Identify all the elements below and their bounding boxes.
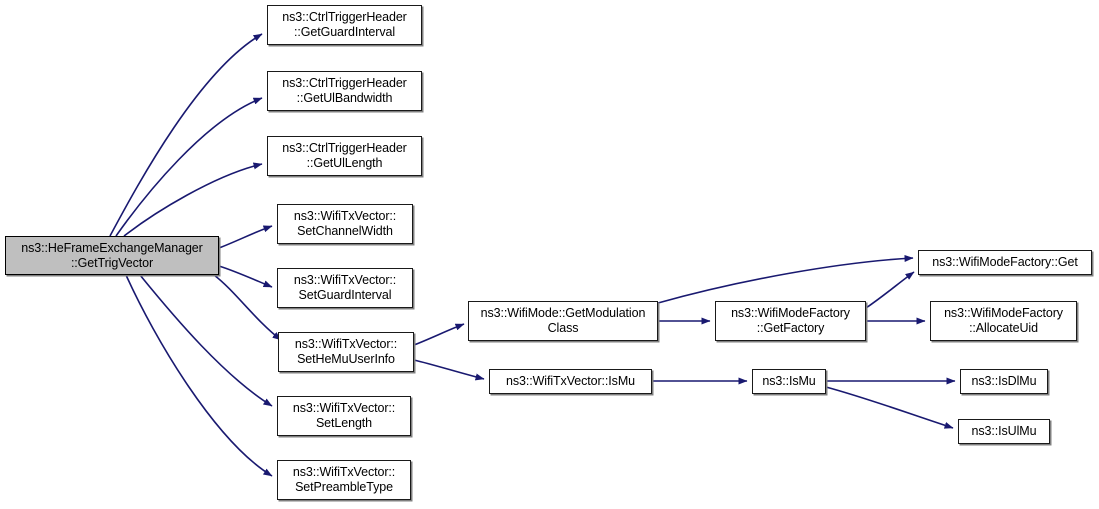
node-label-get_modulation_class: ns3::WifiMode::GetModulation Class — [480, 306, 646, 335]
node-label-allocate_uid: ns3::WifiModeFactory ::AllocateUid — [944, 306, 1063, 335]
edge-ns3_ismu-to-is_ul_mu — [825, 386, 954, 429]
edge-root-to-set_preamble_type — [125, 274, 273, 477]
node-label-wifitxvector_ismu: ns3::WifiTxVector::IsMu — [506, 374, 635, 388]
node-set_length[interactable]: ns3::WifiTxVector:: SetLength — [277, 396, 411, 436]
node-set_guard_interval[interactable]: ns3::WifiTxVector:: SetGuardInterval — [277, 268, 413, 308]
node-wifitxvector_ismu[interactable]: ns3::WifiTxVector::IsMu — [489, 369, 652, 394]
edge-root-to-set_guard_interval — [218, 265, 273, 288]
edge-root-to-set_he_mu_user_info — [213, 274, 282, 341]
node-get_guard_interval[interactable]: ns3::CtrlTriggerHeader ::GetGuardInterva… — [267, 5, 422, 45]
node-root[interactable]: ns3::HeFrameExchangeManager ::GetTrigVec… — [5, 236, 219, 275]
edge-set_he_mu_user_info-to-get_modulation_class — [413, 323, 465, 346]
node-label-is_dl_mu: ns3::IsDlMu — [971, 374, 1037, 388]
node-ns3_ismu[interactable]: ns3::IsMu — [752, 369, 826, 394]
node-label-get_ul_bandwidth: ns3::CtrlTriggerHeader ::GetUlBandwidth — [282, 76, 407, 105]
node-label-set_channel_width: ns3::WifiTxVector:: SetChannelWidth — [293, 209, 397, 238]
node-label-set_he_mu_user_info: ns3::WifiTxVector:: SetHeMuUserInfo — [294, 337, 398, 366]
node-factory_get[interactable]: ns3::WifiModeFactory::Get — [918, 250, 1092, 275]
node-label-factory_get: ns3::WifiModeFactory::Get — [932, 255, 1078, 269]
node-label-get_ul_length: ns3::CtrlTriggerHeader ::GetUlLength — [282, 141, 407, 170]
node-label-set_guard_interval: ns3::WifiTxVector:: SetGuardInterval — [293, 273, 397, 302]
node-allocate_uid[interactable]: ns3::WifiModeFactory ::AllocateUid — [930, 301, 1077, 341]
node-get_ul_length[interactable]: ns3::CtrlTriggerHeader ::GetUlLength — [267, 136, 422, 176]
call-edges — [109, 33, 956, 477]
node-is_ul_mu[interactable]: ns3::IsUlMu — [958, 419, 1050, 444]
edge-set_he_mu_user_info-to-wifitxvector_ismu — [413, 359, 485, 381]
node-label-get_factory: ns3::WifiModeFactory ::GetFactory — [731, 306, 850, 335]
edge-root-to-set_length — [139, 274, 273, 407]
node-label-is_ul_mu: ns3::IsUlMu — [971, 424, 1037, 438]
node-get_factory[interactable]: ns3::WifiModeFactory ::GetFactory — [715, 301, 866, 341]
node-label-set_preamble_type: ns3::WifiTxVector:: SetPreambleType — [292, 465, 396, 494]
node-label-get_guard_interval: ns3::CtrlTriggerHeader ::GetGuardInterva… — [282, 10, 407, 39]
node-set_channel_width[interactable]: ns3::WifiTxVector:: SetChannelWidth — [277, 204, 413, 244]
node-get_modulation_class[interactable]: ns3::WifiMode::GetModulation Class — [468, 301, 658, 341]
node-get_ul_bandwidth[interactable]: ns3::CtrlTriggerHeader ::GetUlBandwidth — [267, 71, 422, 111]
edge-root-to-get_ul_bandwidth — [115, 97, 263, 237]
edge-get_modulation_class-to-factory_get — [657, 254, 914, 304]
node-label-ns3_ismu: ns3::IsMu — [762, 374, 816, 388]
edge-get_factory-to-factory_get — [865, 271, 915, 309]
node-label-set_length: ns3::WifiTxVector:: SetLength — [292, 401, 396, 430]
edge-root-to-get_guard_interval — [109, 33, 263, 237]
node-label-root: ns3::HeFrameExchangeManager ::GetTrigVec… — [21, 240, 203, 270]
edge-root-to-get_ul_length — [123, 162, 263, 237]
edge-root-to-set_channel_width — [218, 225, 273, 249]
node-set_preamble_type[interactable]: ns3::WifiTxVector:: SetPreambleType — [277, 460, 411, 500]
node-is_dl_mu[interactable]: ns3::IsDlMu — [960, 369, 1048, 394]
node-set_he_mu_user_info[interactable]: ns3::WifiTxVector:: SetHeMuUserInfo — [278, 332, 414, 372]
